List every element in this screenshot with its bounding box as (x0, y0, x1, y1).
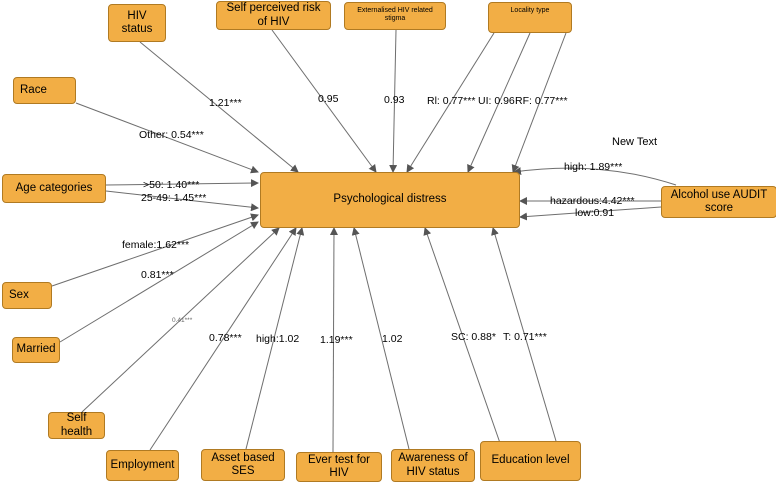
arrow-employment (149, 227, 297, 451)
arrow-alcohol-high (513, 167, 677, 186)
arrow-asset-ses (245, 227, 305, 450)
label-externalised-stigma: 0.93 (384, 94, 405, 106)
label-education-t: T: 0.71*** (503, 331, 547, 343)
label-age-50: >50: 1.40*** (143, 179, 200, 191)
label-alcohol-low: low:0.91 (575, 207, 615, 219)
arrow-locality-ui (467, 32, 531, 173)
race-node: Race (13, 77, 76, 104)
externalised-stigma-node: Externalised HIV related stigma (344, 2, 446, 30)
outcome-node: Psychological distress (260, 172, 520, 228)
arrow-self-perceived-risk (271, 29, 377, 173)
employment-node: Employment (106, 450, 179, 481)
arrow-externalised-stigma (389, 29, 398, 173)
hiv-status-node: HIV status (108, 4, 166, 42)
label-hiv-status: 1.21*** (209, 97, 242, 109)
arrow-married (59, 221, 259, 343)
label-self-perceived-risk: 0.95 (318, 93, 339, 105)
arrow-age-25-49 (105, 190, 259, 212)
asset-ses-node: Asset based SES (201, 449, 285, 481)
arrow-self-health (81, 227, 280, 413)
label-locality-rf: RF: 0.77*** (515, 95, 568, 107)
arrow-ever-test (329, 227, 338, 453)
arrow-locality-rf (511, 32, 567, 173)
arrow-alcohol-low (519, 206, 662, 221)
label-alcohol-hazardous: hazardous:4.42*** (550, 195, 635, 207)
self-perceived-risk-node: Self perceived risk of HIV (216, 1, 331, 30)
label-sex-female: female:1.62*** (122, 239, 190, 251)
self-health-node: Self health (48, 412, 105, 439)
new-text-note: New Text (612, 136, 658, 148)
label-alcohol-high: high: 1.89*** (564, 161, 623, 173)
arrow-locality-rl (406, 32, 495, 173)
education-node: Education level (480, 441, 581, 481)
alcohol-node: Alcohol use AUDIT score (661, 186, 776, 218)
ever-test-node: Ever test for HIV (296, 452, 382, 482)
arrow-sex (51, 213, 259, 287)
arrow-education-sc (423, 227, 501, 444)
locality-type-node: Locality type (488, 2, 572, 33)
label-self-health: 0.41*** (172, 317, 193, 324)
label-locality-rl: Rl: 0.77*** (427, 95, 476, 107)
awareness-node: Awareness of HIV status (391, 449, 475, 482)
married-node: Married (12, 337, 60, 363)
label-locality-ui: UI: 0.96 (478, 95, 515, 107)
label-ever-test: 1.19*** (320, 334, 353, 346)
arrow-age-50 (105, 179, 259, 188)
age-categories-node: Age categories (2, 174, 106, 203)
label-employment: 0.78*** (209, 332, 242, 344)
label-race-other: Other: 0.54*** (139, 129, 204, 141)
arrow-education-t (491, 227, 557, 442)
label-education-sc: SC: 0.88* (451, 331, 496, 343)
label-asset-high: high:1.02 (256, 333, 300, 345)
label-married: 0.81*** (141, 269, 174, 281)
arrow-race (75, 102, 259, 174)
label-awareness: 1.02 (382, 333, 403, 345)
arrow-awareness (351, 227, 410, 450)
sex-node: Sex (2, 282, 52, 309)
arrow-hiv-status (139, 41, 299, 173)
label-age-25-49: 25-49: 1.45*** (141, 192, 207, 204)
